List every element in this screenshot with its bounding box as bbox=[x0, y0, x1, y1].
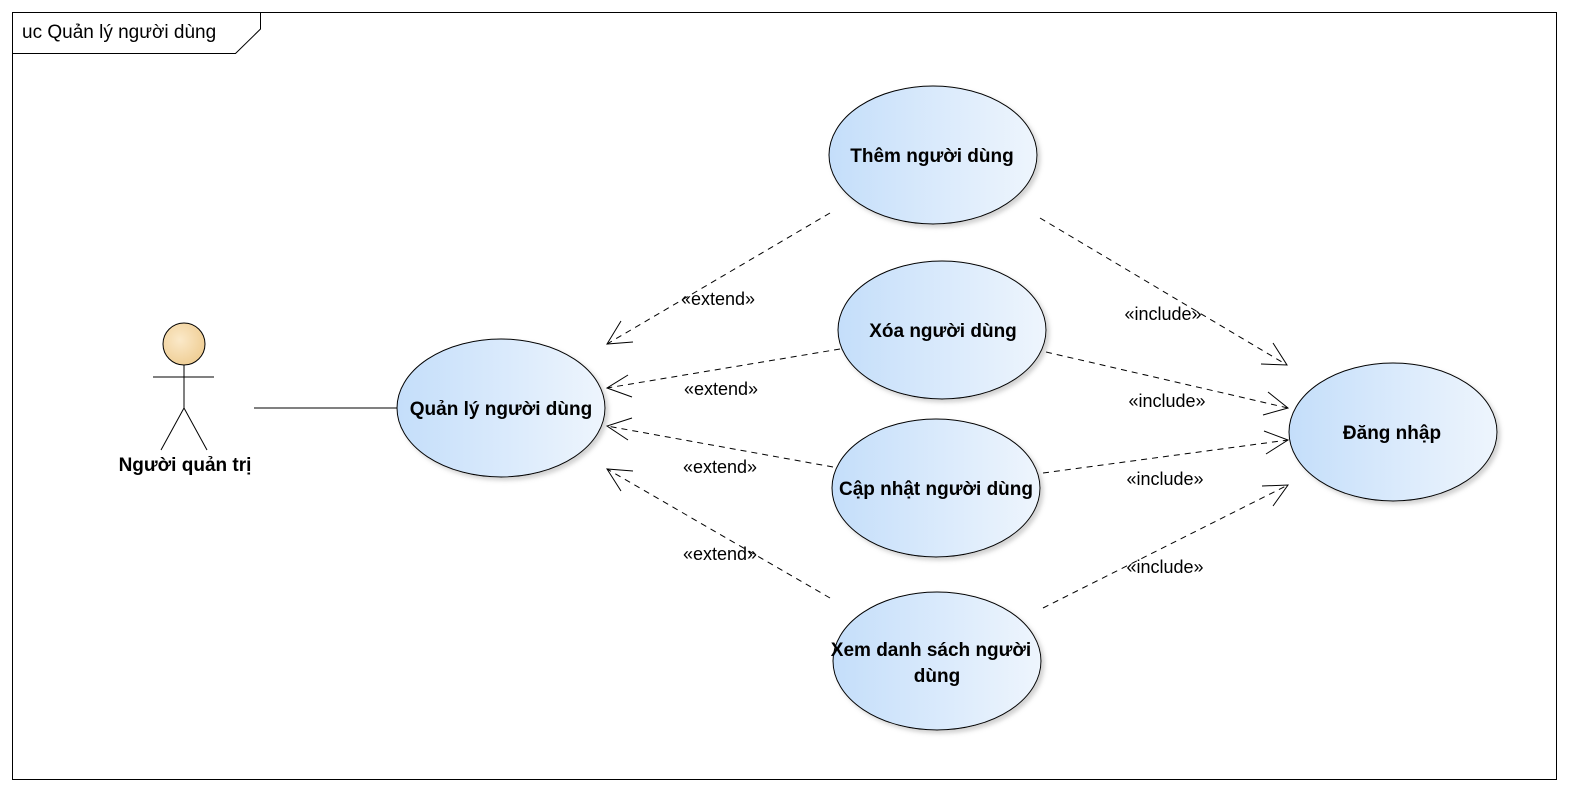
extend-relation-update bbox=[605, 417, 834, 468]
use-case-add-user[interactable]: Thêm người dùng bbox=[828, 85, 1038, 225]
use-case-manage-users[interactable]: Quản lý người dùng bbox=[396, 338, 606, 478]
include-relation-list bbox=[1042, 484, 1289, 609]
use-case-list-users[interactable]: Xem danh sách người dùng bbox=[831, 591, 1042, 731]
use-case-label: Đăng nhập bbox=[1343, 423, 1441, 444]
use-case-login[interactable]: Đăng nhập bbox=[1288, 362, 1498, 502]
frame-title-tab bbox=[12, 12, 261, 54]
extend-label-delete: «extend» bbox=[684, 379, 758, 399]
actor-label: Người quản trị bbox=[119, 455, 252, 476]
extend-relation-list bbox=[606, 468, 831, 599]
use-case-label-line2: dùng bbox=[914, 666, 960, 687]
extend-relation-add bbox=[606, 212, 831, 345]
use-case-label: Quản lý người dùng bbox=[410, 399, 592, 420]
diagram-frame bbox=[12, 12, 1557, 780]
include-label-delete: «include» bbox=[1128, 391, 1205, 411]
include-label-list: «include» bbox=[1126, 557, 1203, 577]
use-case-label: Xóa người dùng bbox=[869, 321, 1017, 342]
extend-relation-delete bbox=[605, 348, 841, 398]
include-relation-update bbox=[1042, 430, 1290, 474]
use-case-label: Cập nhật người dùng bbox=[839, 479, 1033, 500]
actor-head bbox=[162, 322, 206, 366]
extend-label-add: «extend» bbox=[681, 289, 755, 309]
use-case-delete-user[interactable]: Xóa người dùng bbox=[837, 260, 1047, 400]
include-relation-add bbox=[1039, 217, 1288, 366]
actor-administrator[interactable]: Người quản trị bbox=[119, 322, 252, 476]
include-label-add: «include» bbox=[1124, 304, 1201, 324]
extend-label-list: «extend» bbox=[683, 544, 757, 564]
use-case-label: Thêm người dùng bbox=[850, 146, 1013, 167]
include-label-update: «include» bbox=[1126, 469, 1203, 489]
use-case-label-line1: Xem danh sách người bbox=[831, 640, 1031, 661]
extend-label-update: «extend» bbox=[683, 457, 757, 477]
include-relation-delete bbox=[1045, 351, 1290, 416]
use-case-update-user[interactable]: Cập nhật người dùng bbox=[831, 418, 1041, 558]
frame-title: uc Quản lý người dùng bbox=[22, 22, 216, 43]
